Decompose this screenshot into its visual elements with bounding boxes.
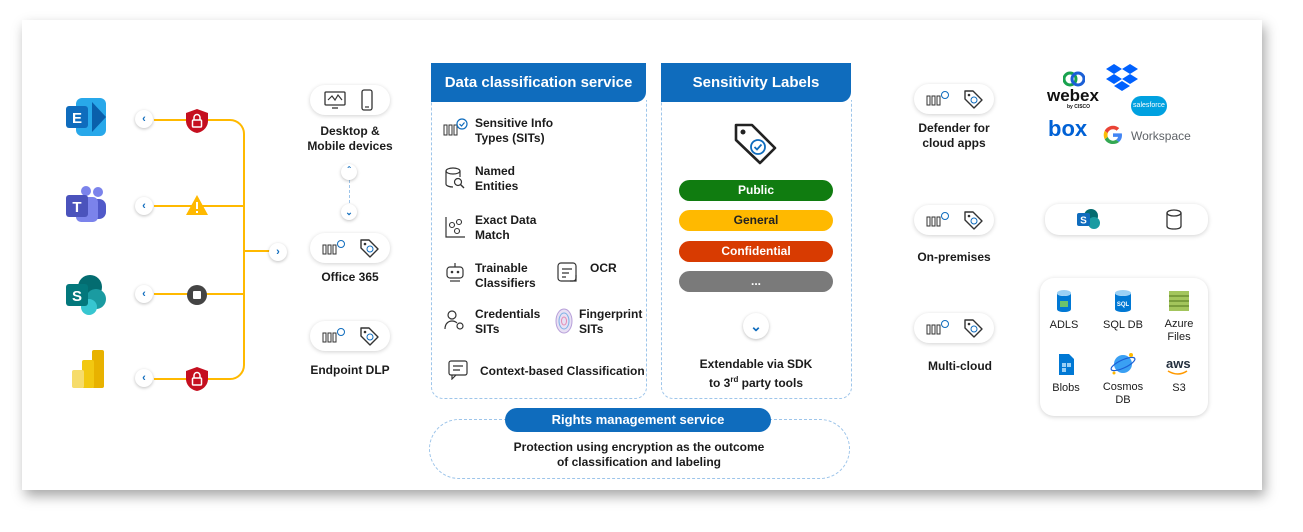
dlp-scan-icon xyxy=(322,328,345,343)
onprem-label: On-premises xyxy=(917,250,991,264)
svg-text:S: S xyxy=(72,288,82,305)
defender-pill xyxy=(914,84,994,114)
tag-icon xyxy=(360,239,379,258)
svg-text:T: T xyxy=(72,199,81,216)
multicloud-pill xyxy=(914,313,994,343)
office365-label: Office 365 xyxy=(321,270,379,284)
sit-icon xyxy=(443,118,468,136)
box-logo: box xyxy=(1048,116,1088,141)
webex-icon xyxy=(1063,71,1085,87)
workspace-label: Workspace xyxy=(1131,129,1191,143)
sqldb-label: SQL DB xyxy=(1103,319,1143,331)
database-search-icon xyxy=(445,167,465,189)
context-label: Context-based Classification xyxy=(480,364,645,378)
rights-desc: Protection using encryption as the outco… xyxy=(513,440,765,469)
endpoint-dlp-label: Endpoint DLP xyxy=(310,363,390,377)
sql-db-icon: SQL xyxy=(1115,290,1131,312)
exact-match-icon xyxy=(445,217,465,238)
label-tag-icon xyxy=(734,123,777,165)
svg-text:S: S xyxy=(1080,216,1087,227)
chevron-up-icon[interactable]: ˆ xyxy=(341,164,357,180)
sensitivity-title: Sensitivity Labels xyxy=(661,63,851,102)
ocr-label: OCR xyxy=(590,261,617,275)
desktop-mobile-label: Desktop &Mobile devices xyxy=(307,124,393,153)
label-confidential: Confidential xyxy=(679,241,833,262)
multicloud-label: Multi-cloud xyxy=(928,359,992,373)
sensitivity-panel xyxy=(661,100,852,399)
aws-logo: aws xyxy=(1166,356,1191,371)
webex-by-cisco: by CISCO xyxy=(1067,104,1091,110)
powerbi-logo xyxy=(72,350,104,388)
google-logo xyxy=(1103,125,1122,144)
chevron-down-icon[interactable]: ⌄ xyxy=(743,313,769,339)
chevron-left-icon[interactable]: ‹ xyxy=(135,110,153,128)
adls-icon xyxy=(1057,290,1071,312)
salesforce-logo: salesforce xyxy=(1131,96,1167,116)
svg-text:E: E xyxy=(72,110,82,127)
dlp-scan-icon xyxy=(926,320,949,335)
sharepoint-server-icon: S xyxy=(1077,209,1100,229)
svg-text:SQL: SQL xyxy=(1117,302,1130,308)
desktop-mobile-pill xyxy=(310,85,390,115)
azure-files-icon xyxy=(1169,291,1189,311)
tag-icon xyxy=(964,319,983,338)
phone-icon xyxy=(361,89,373,111)
label-general: General xyxy=(679,210,833,231)
classification-panel xyxy=(431,100,647,399)
tag-icon xyxy=(964,90,983,109)
monitor-icon xyxy=(324,91,346,109)
label-more: ... xyxy=(679,271,833,292)
shield-lock-icon xyxy=(186,109,208,133)
aws-smile-icon xyxy=(1167,370,1188,375)
label-public: Public xyxy=(679,180,833,201)
dlp-scan-icon xyxy=(322,240,345,255)
ocr-icon xyxy=(557,262,577,282)
dropbox-logo xyxy=(1106,64,1138,91)
exchange-logo: E xyxy=(66,98,106,136)
endpoint-dlp-pill xyxy=(310,321,390,351)
connector-lines xyxy=(154,119,276,380)
shield-lock-icon xyxy=(186,367,208,391)
fingerprint-icon xyxy=(555,308,573,334)
chevron-left-icon[interactable]: ‹ xyxy=(135,369,153,387)
chevron-left-icon[interactable]: ‹ xyxy=(135,285,153,303)
office365-pill xyxy=(310,233,390,263)
rights-title: Rights management service xyxy=(505,408,771,432)
webex-logo: webex xyxy=(1047,86,1099,105)
blobs-label: Blobs xyxy=(1052,382,1080,394)
warning-icon xyxy=(186,195,208,215)
dashed-link xyxy=(349,180,351,208)
teams-logo: T xyxy=(66,186,106,222)
sharepoint-logo: S xyxy=(66,275,106,315)
onprem-pill xyxy=(914,205,994,235)
adls-label: ADLS xyxy=(1049,319,1079,331)
sensitivity-footer: Extendable via SDK to 3rd party tools xyxy=(699,357,813,390)
database-icon xyxy=(1166,209,1182,230)
cosmos-db-icon xyxy=(1110,353,1136,375)
stop-icon xyxy=(187,285,207,305)
tag-icon xyxy=(964,211,983,230)
s3-label: S3 xyxy=(1172,382,1186,394)
blobs-icon xyxy=(1059,354,1074,375)
dlp-scan-icon xyxy=(926,212,949,227)
chevron-right-icon[interactable]: › xyxy=(269,243,287,261)
context-icon xyxy=(448,360,468,380)
onprem-card: S xyxy=(1045,204,1208,235)
chevron-down-icon[interactable]: ⌄ xyxy=(341,204,357,220)
robot-icon xyxy=(446,263,464,282)
credentials-icon xyxy=(444,310,464,330)
dlp-scan-icon xyxy=(926,91,949,106)
chevron-left-icon[interactable]: ‹ xyxy=(135,197,153,215)
tag-icon xyxy=(360,327,379,346)
classification-title: Data classification service xyxy=(431,63,646,102)
